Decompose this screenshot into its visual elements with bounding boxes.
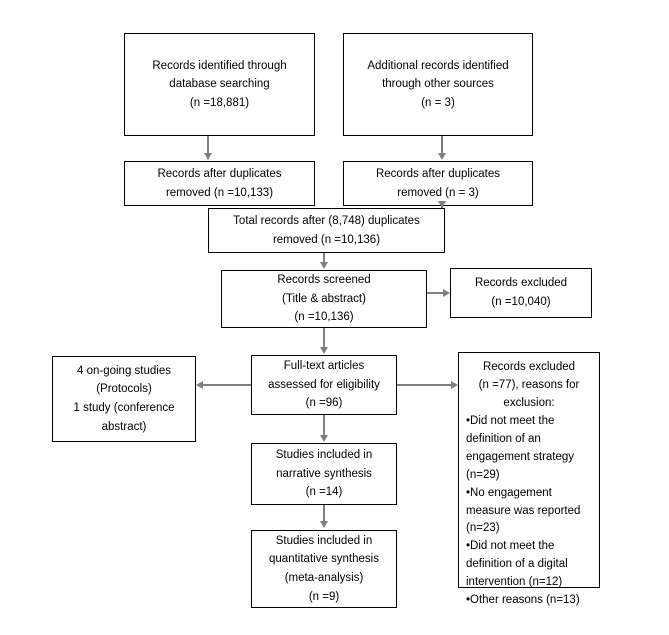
node-narrative-synthesis: Studies included in narrative synthesis …: [251, 443, 397, 505]
connector-screened-to-fulltext: [323, 328, 325, 348]
exclusion-reason-item: •Did not meet the definition of an engag…: [466, 414, 575, 481]
arrowhead-left: [196, 380, 203, 389]
node-line: (n =10,136): [294, 311, 354, 324]
exclusion-reason-item: •Other reasons (n=13): [466, 594, 580, 607]
node-line: Studies included in: [275, 449, 373, 462]
exclusion-reason-item: •Did not meet the definition of a digita…: [466, 540, 568, 589]
node-line: (n =96): [305, 397, 343, 410]
node-line: 4 on-going studies: [77, 364, 171, 377]
connector-fulltext-to-narrative: [323, 415, 325, 436]
node-line: assessed for eligibility: [268, 378, 380, 391]
node-line: through other sources: [382, 78, 494, 91]
connector-screened-to-excluded: [427, 292, 443, 294]
node-line: Records screened: [277, 274, 371, 287]
node-line: exclusion:: [503, 396, 555, 409]
node-line: Studies included in: [275, 534, 373, 547]
node-line: (Title & abstract): [282, 292, 366, 305]
node-line: 1 study (conference: [73, 402, 175, 414]
node-line: Records after duplicates: [375, 167, 500, 180]
node-line: removed (n = 3): [397, 186, 479, 199]
connector-narrative-to-quantitative: [323, 505, 325, 522]
node-records-excluded-screening: Records excluded (n =10,040): [450, 268, 592, 318]
arrowhead-down: [437, 201, 446, 208]
node-records-after-duplicates-database: Records after duplicates removed (n =10,…: [124, 161, 315, 206]
node-line: Records identified through: [152, 59, 287, 72]
arrowhead-down: [437, 153, 446, 160]
node-line: Records excluded: [482, 361, 576, 373]
exclusion-reason-item: •No engagement measure was reported (n=2…: [466, 486, 581, 535]
node-line: Records excluded: [474, 277, 568, 290]
node-line: quantitative synthesis: [269, 553, 379, 566]
node-total-records-after-duplicates: Total records after (8,748) duplicates r…: [208, 208, 445, 253]
node-quantitative-synthesis: Studies included in quantitative synthes…: [251, 530, 397, 608]
node-line: (n =14): [305, 486, 343, 499]
node-fulltext-assessed: Full-text articles assessed for eligibil…: [251, 355, 397, 415]
arrowhead-right: [451, 380, 458, 389]
arrowhead-right: [443, 288, 450, 297]
node-line: narrative synthesis: [276, 467, 372, 480]
node-line: (n =77), reasons for: [478, 378, 580, 391]
node-records-excluded-fulltext: Records excluded (n =77), reasons for ex…: [458, 352, 600, 606]
connector-fulltext-to-excluded: [397, 384, 451, 386]
node-records-identified-other-sources: Additional records identified through ot…: [343, 33, 533, 136]
connector-total-to-screened: [323, 253, 325, 264]
node-line: Additional records identified: [367, 59, 509, 72]
node-line: Records after duplicates: [157, 167, 282, 180]
connector-identified-to-dedup-left: [207, 136, 209, 155]
arrowhead-down: [203, 153, 212, 160]
node-ongoing-studies: 4 on-going studies (Protocols) 1 study (…: [52, 356, 196, 442]
node-line: Full-text articles: [283, 360, 365, 373]
arrowhead-down: [319, 347, 328, 354]
node-records-after-duplicates-other: Records after duplicates removed (n = 3): [343, 161, 533, 206]
connector-identified-to-dedup-right: [441, 136, 443, 155]
node-line: (n = 3): [421, 96, 455, 109]
node-line: removed (n =10,133): [165, 186, 274, 199]
node-line: Total records after (8,748) duplicates: [233, 214, 420, 227]
arrowhead-down: [319, 262, 328, 269]
node-line: (n =18,881): [189, 96, 250, 109]
arrowhead-down: [319, 521, 328, 528]
arrowhead-down: [319, 435, 328, 442]
node-line: (n =9): [308, 590, 340, 603]
connector-fulltext-to-ongoing: [203, 384, 251, 386]
node-line: (n =10,040): [491, 296, 551, 308]
node-line: removed (n =10,136): [272, 233, 381, 246]
node-records-screened: Records screened (Title & abstract) (n =…: [221, 270, 427, 328]
node-line: (Protocols): [96, 383, 152, 396]
node-line: (meta-analysis): [284, 572, 364, 584]
node-line: abstract): [101, 420, 147, 433]
node-line: database searching: [169, 78, 270, 91]
node-records-identified-database: Records identified through database sear…: [124, 33, 315, 136]
